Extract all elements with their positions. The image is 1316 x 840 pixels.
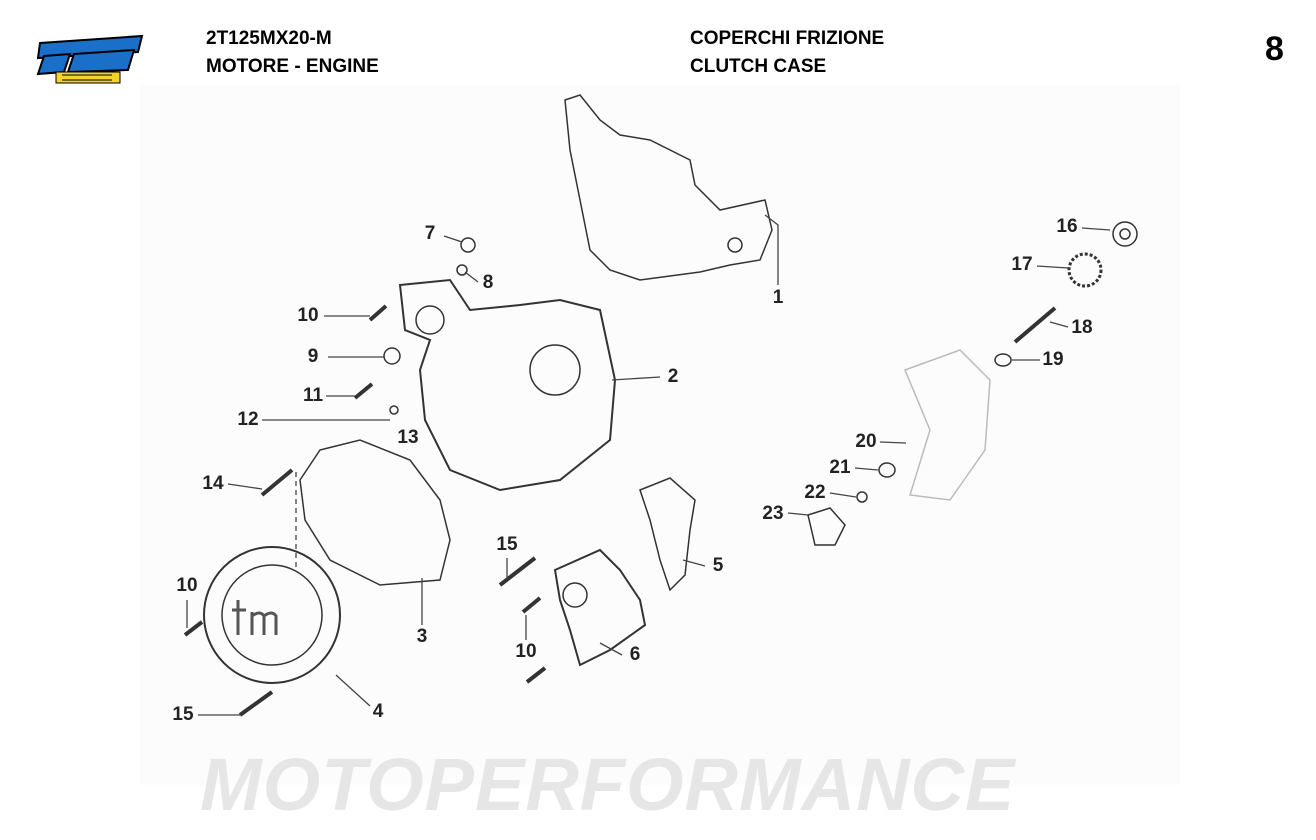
shaft-part-18 <box>1013 306 1057 344</box>
callout-1: 1 <box>772 287 784 308</box>
gasket-part-3 <box>299 439 451 586</box>
callout-18: 18 <box>1071 317 1093 338</box>
callout-10-pump: 10 <box>515 641 537 662</box>
callout-10-left: 10 <box>176 575 198 596</box>
callout-15-bottom: 15 <box>172 704 194 725</box>
callout-10: 10 <box>297 305 319 326</box>
callout-13: 13 <box>397 427 419 448</box>
callout-21: 21 <box>829 457 851 478</box>
clutch-cover-part-4 <box>203 546 341 684</box>
crankcase-cover-part-2 <box>398 278 617 492</box>
callout-22: 22 <box>804 482 826 503</box>
bearing-part-16 <box>1112 221 1138 247</box>
callout-14: 14 <box>202 473 224 494</box>
callout-16: 16 <box>1056 216 1078 237</box>
callout-15: 15 <box>496 534 518 555</box>
callout-20: 20 <box>855 431 877 452</box>
callout-4: 4 <box>372 701 384 722</box>
gasket-part-5 <box>639 477 696 592</box>
gasket-part-1 <box>564 94 773 281</box>
water-pump-cover-part-6 <box>553 548 647 667</box>
callout-11: 11 <box>302 385 324 406</box>
section-title-it: COPERCHI FRIZIONE <box>690 28 885 49</box>
bearing-part-21 <box>878 462 896 478</box>
callout-23: 23 <box>762 503 784 524</box>
callout-2: 2 <box>667 366 679 387</box>
page-number: 8 <box>1265 30 1284 68</box>
tm-racing-logo <box>36 34 144 84</box>
group-title: MOTORE - ENGINE <box>206 56 379 77</box>
impeller-part-23 <box>807 507 846 546</box>
watermark: MOTOPERFORMANCE <box>200 743 1016 826</box>
callout-17: 17 <box>1011 254 1033 275</box>
callout-7: 7 <box>424 223 436 244</box>
gear-part-17 <box>1067 252 1103 288</box>
model-code: 2T125MX20-M <box>206 28 332 49</box>
callout-12: 12 <box>237 409 259 430</box>
callout-3: 3 <box>416 626 428 647</box>
callout-5: 5 <box>712 555 724 576</box>
callout-19: 19 <box>1042 349 1064 370</box>
callout-8: 8 <box>482 272 494 293</box>
section-title-en: CLUTCH CASE <box>690 56 827 77</box>
callout-6: 6 <box>629 644 641 665</box>
leader-lines <box>186 214 1111 716</box>
nut-part-22 <box>856 491 868 503</box>
callout-9: 9 <box>307 346 319 367</box>
seal-part-19 <box>994 353 1012 367</box>
